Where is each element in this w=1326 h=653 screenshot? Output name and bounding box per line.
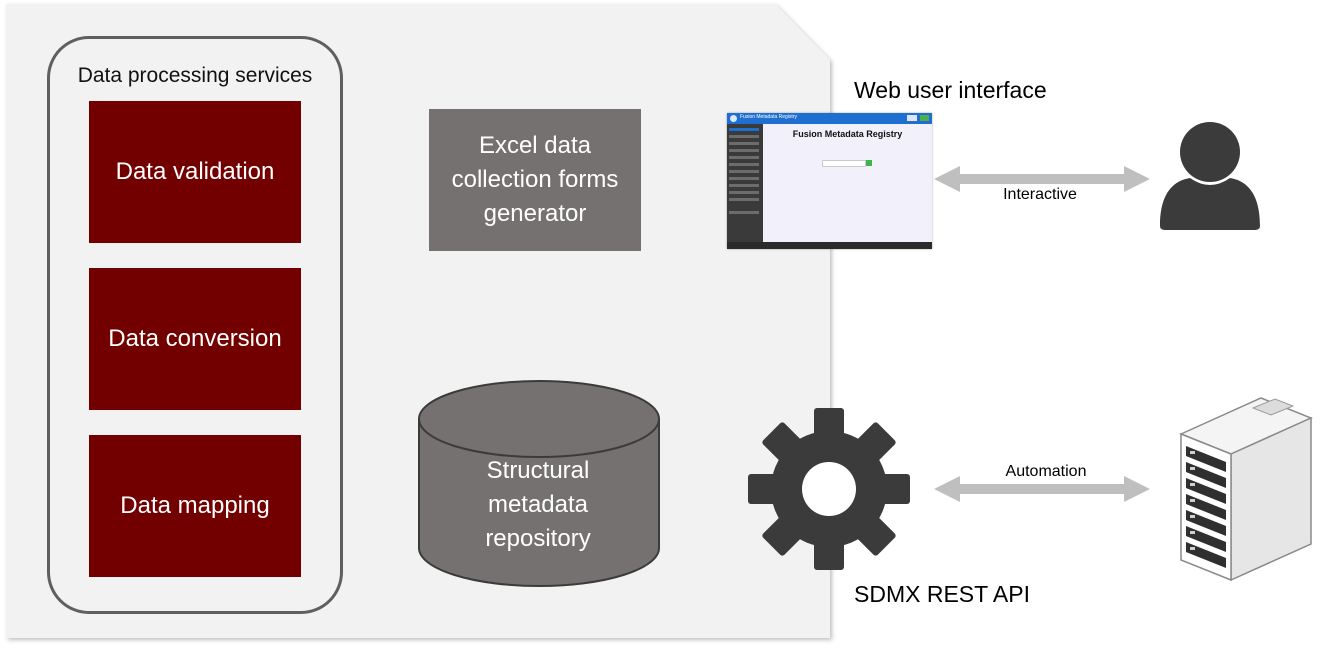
screenshot-sidebar [727,124,763,242]
registry-logo-icon [730,115,737,122]
web-ui-label: Web user interface [854,77,1047,103]
services-group-box [47,36,343,614]
screenshot-top-field [907,115,917,121]
excel-forms-generator-box: Excel data collection forms generator [429,109,641,251]
data-mapping-box: Data mapping [89,435,301,577]
screenshot-search-button [866,160,872,166]
screenshot-login-button [920,115,929,121]
interactive-label: Interactive [1003,186,1077,203]
screenshot-side-item [729,191,759,194]
data-conversion-box: Data conversion [89,268,301,410]
repository-cylinder-icon [418,380,660,587]
automation-arrow-icon [934,476,1150,502]
screenshot-side-item [729,128,759,131]
screenshot-app-title: Fusion Metadata Registry [740,114,797,120]
interactive-arrow-icon [934,166,1150,192]
screenshot-side-item [729,184,759,187]
screenshot-side-item [729,163,759,166]
screenshot-side-item [729,149,759,152]
server-icon [1179,397,1313,582]
api-label: SDMX REST API [854,581,1030,607]
screenshot-heading: Fusion Metadata Registry [792,129,903,139]
screenshot-footer [727,242,932,249]
screenshot-top-bar [727,113,932,124]
screenshot-side-item [729,211,759,214]
data-validation-box: Data validation [89,101,301,243]
screenshot-side-item [729,170,759,173]
screenshot-search-input [822,160,866,167]
screenshot-side-item [729,177,759,180]
screenshot-side-item [729,156,759,159]
screenshot-side-item [729,142,759,145]
registry-screenshot: Fusion Metadata Registry Fusion Metadata… [727,113,932,249]
screenshot-side-item [729,198,759,201]
gear-icon [748,408,910,570]
repository-label: Structural metadata repository [485,457,591,552]
services-group-title: Data processing services [77,64,313,87]
automation-label: Automation [1005,463,1087,480]
screenshot-side-item [729,135,759,138]
person-icon [1160,122,1260,230]
